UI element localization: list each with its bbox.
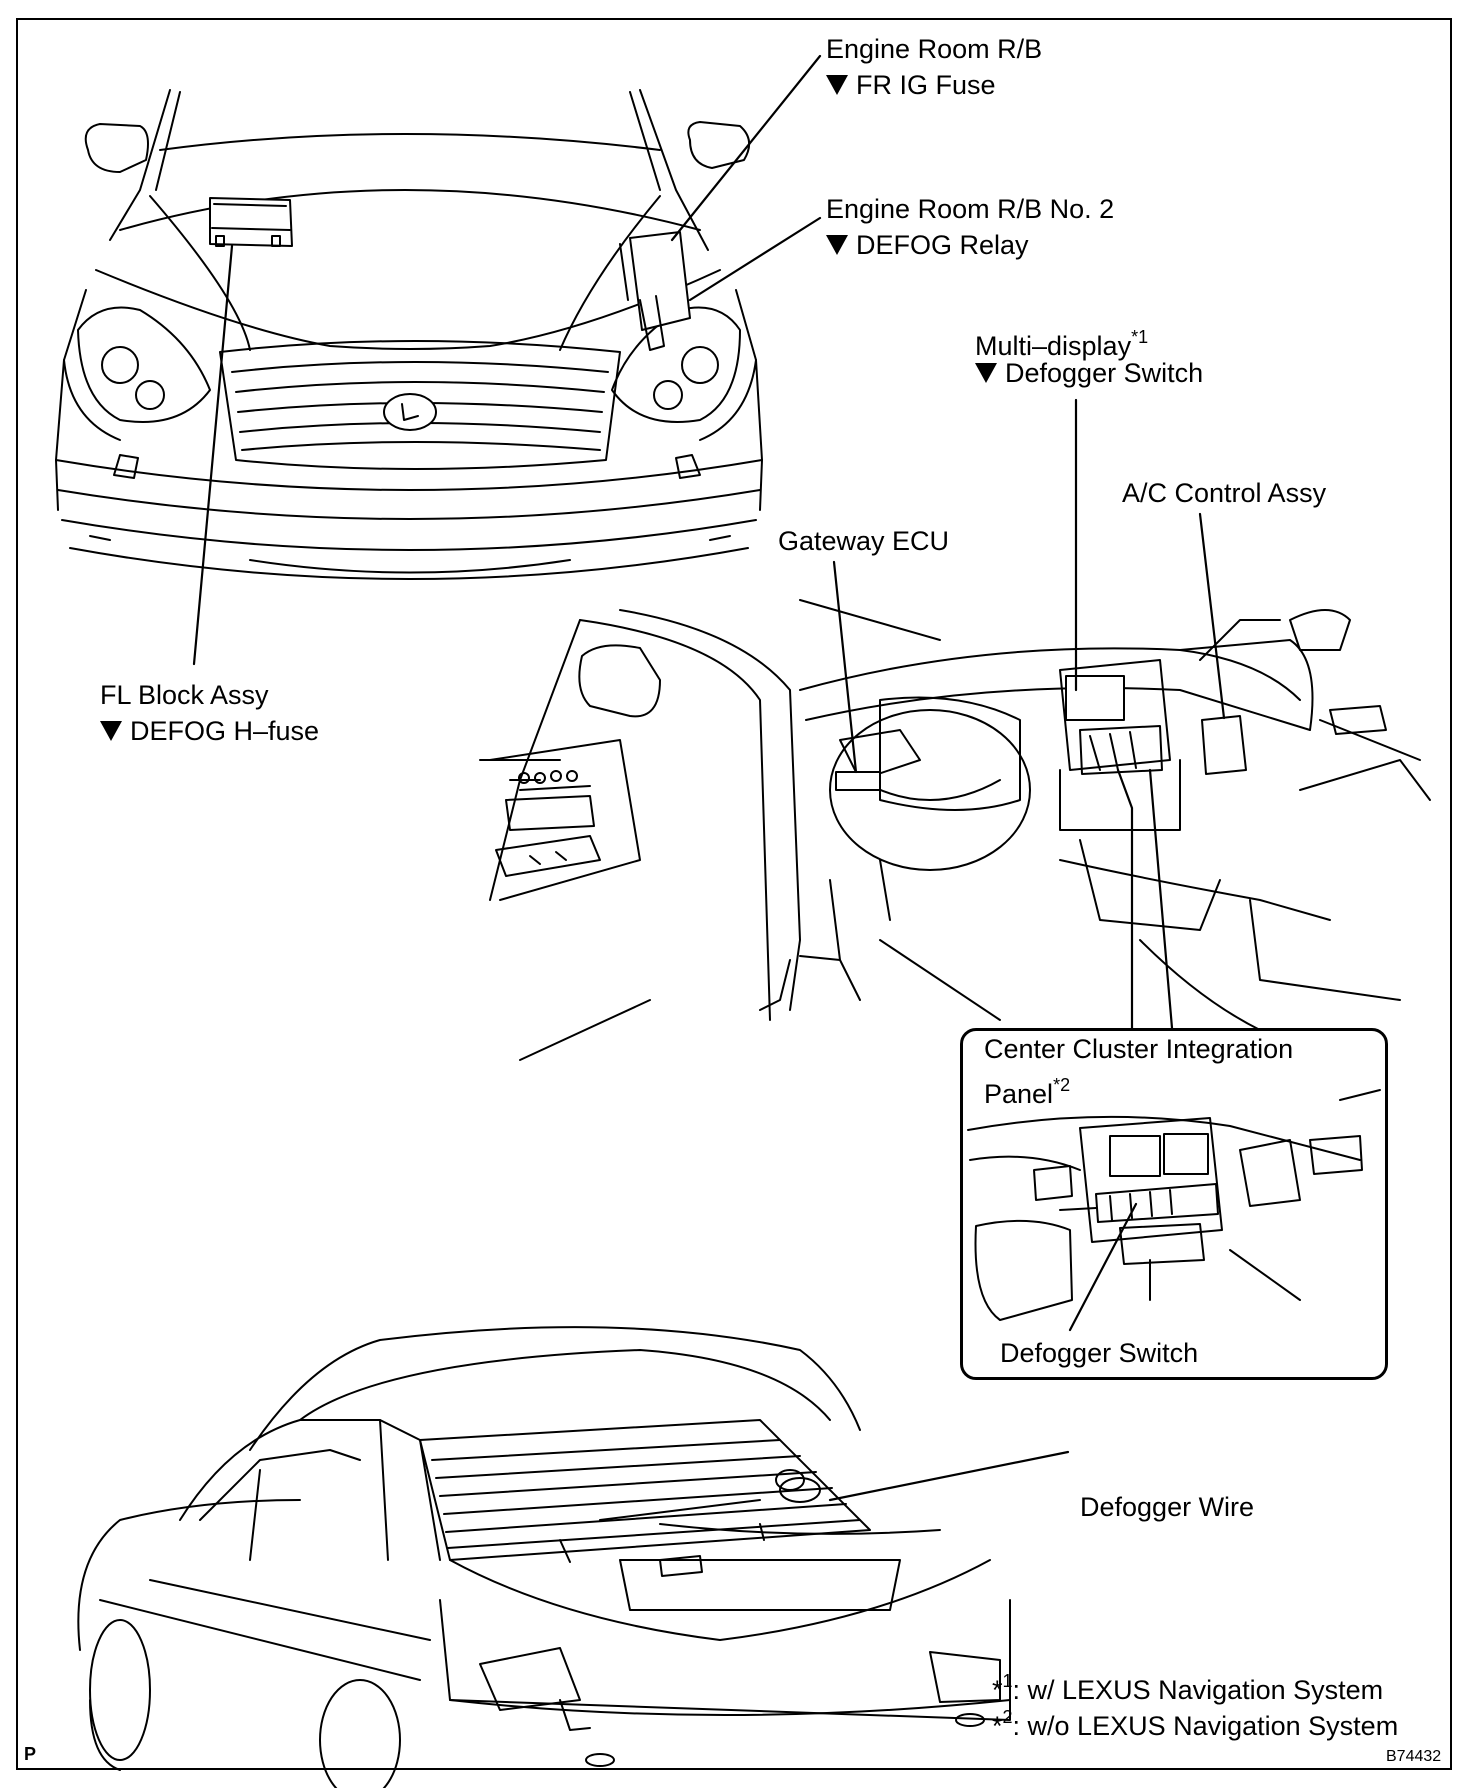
footnote-2-mark: * (992, 1711, 1003, 1741)
label-gateway-ecu: Gateway ECU (778, 526, 950, 556)
inset-center-cluster-drawing (967, 1089, 1381, 1321)
label-defogger-switch-top-text: Defogger Switch (1005, 358, 1204, 388)
diagram-frame (16, 18, 1452, 1770)
label-ac-control-assy: A/C Control Assy (1122, 478, 1327, 508)
label-engine-room-rb: Engine Room R/B (826, 34, 1043, 64)
footnote-2-text: : w/o LEXUS Navigation System (1012, 1711, 1399, 1741)
footnote-ref-2: *2 (1053, 1075, 1071, 1095)
footnote-1-sup: 1 (1002, 1671, 1013, 1691)
label-fl-block-assy: FL Block Assy (100, 680, 269, 710)
corner-mark-left: P (24, 1744, 37, 1764)
inset-box-center-cluster (960, 1028, 1388, 1380)
footnote-1-mark: * (992, 1675, 1003, 1705)
label-fr-ig-fuse-text: FR IG Fuse (856, 70, 996, 100)
label-defog-h-fuse-text: DEFOG H–fuse (130, 716, 320, 746)
label-engine-room-rb-no2: Engine Room R/B No. 2 (826, 194, 1115, 224)
label-defogger-switch-inset: Defogger Switch (1000, 1338, 1199, 1368)
triangle-marker-icon (826, 235, 848, 255)
triangle-marker-icon (826, 75, 848, 95)
label-defogger-wire: Defogger Wire (1080, 1492, 1255, 1522)
label-fr-ig-fuse: FR IG Fuse (826, 68, 996, 102)
label-center-cluster-panel-text: Panel (984, 1079, 1054, 1109)
label-defog-h-fuse: DEFOG H–fuse (100, 714, 319, 748)
leader-lines (192, 54, 1226, 1502)
triangle-marker-icon (100, 721, 122, 741)
front-car-drawing (55, 89, 763, 580)
label-defog-relay-text: DEFOG Relay (856, 230, 1029, 260)
label-defogger-switch-top: Defogger Switch (975, 356, 1203, 390)
footnote-2: *2: w/o LEXUS Navigation System (992, 1700, 1398, 1743)
label-center-cluster-line1: Center Cluster Integration (984, 1034, 1294, 1064)
figure-code: B74432 (1386, 1748, 1442, 1765)
label-multi-display-text: Multi–display (975, 331, 1132, 361)
triangle-marker-icon (975, 363, 997, 383)
dashboard-drawing (479, 599, 1431, 1061)
footnote-2-sup: 2 (1002, 1707, 1013, 1727)
rear-car-drawing (77, 1326, 1011, 1788)
label-center-cluster-line2: Panel*2 (984, 1068, 1070, 1111)
label-defog-relay: DEFOG Relay (826, 228, 1029, 262)
footnote-ref-1: *1 (1131, 327, 1149, 347)
label-multi-display: Multi–display*1 (975, 320, 1148, 363)
footnote-1: *1: w/ LEXUS Navigation System (992, 1664, 1383, 1707)
footnote-1-text: : w/ LEXUS Navigation System (1012, 1675, 1384, 1705)
